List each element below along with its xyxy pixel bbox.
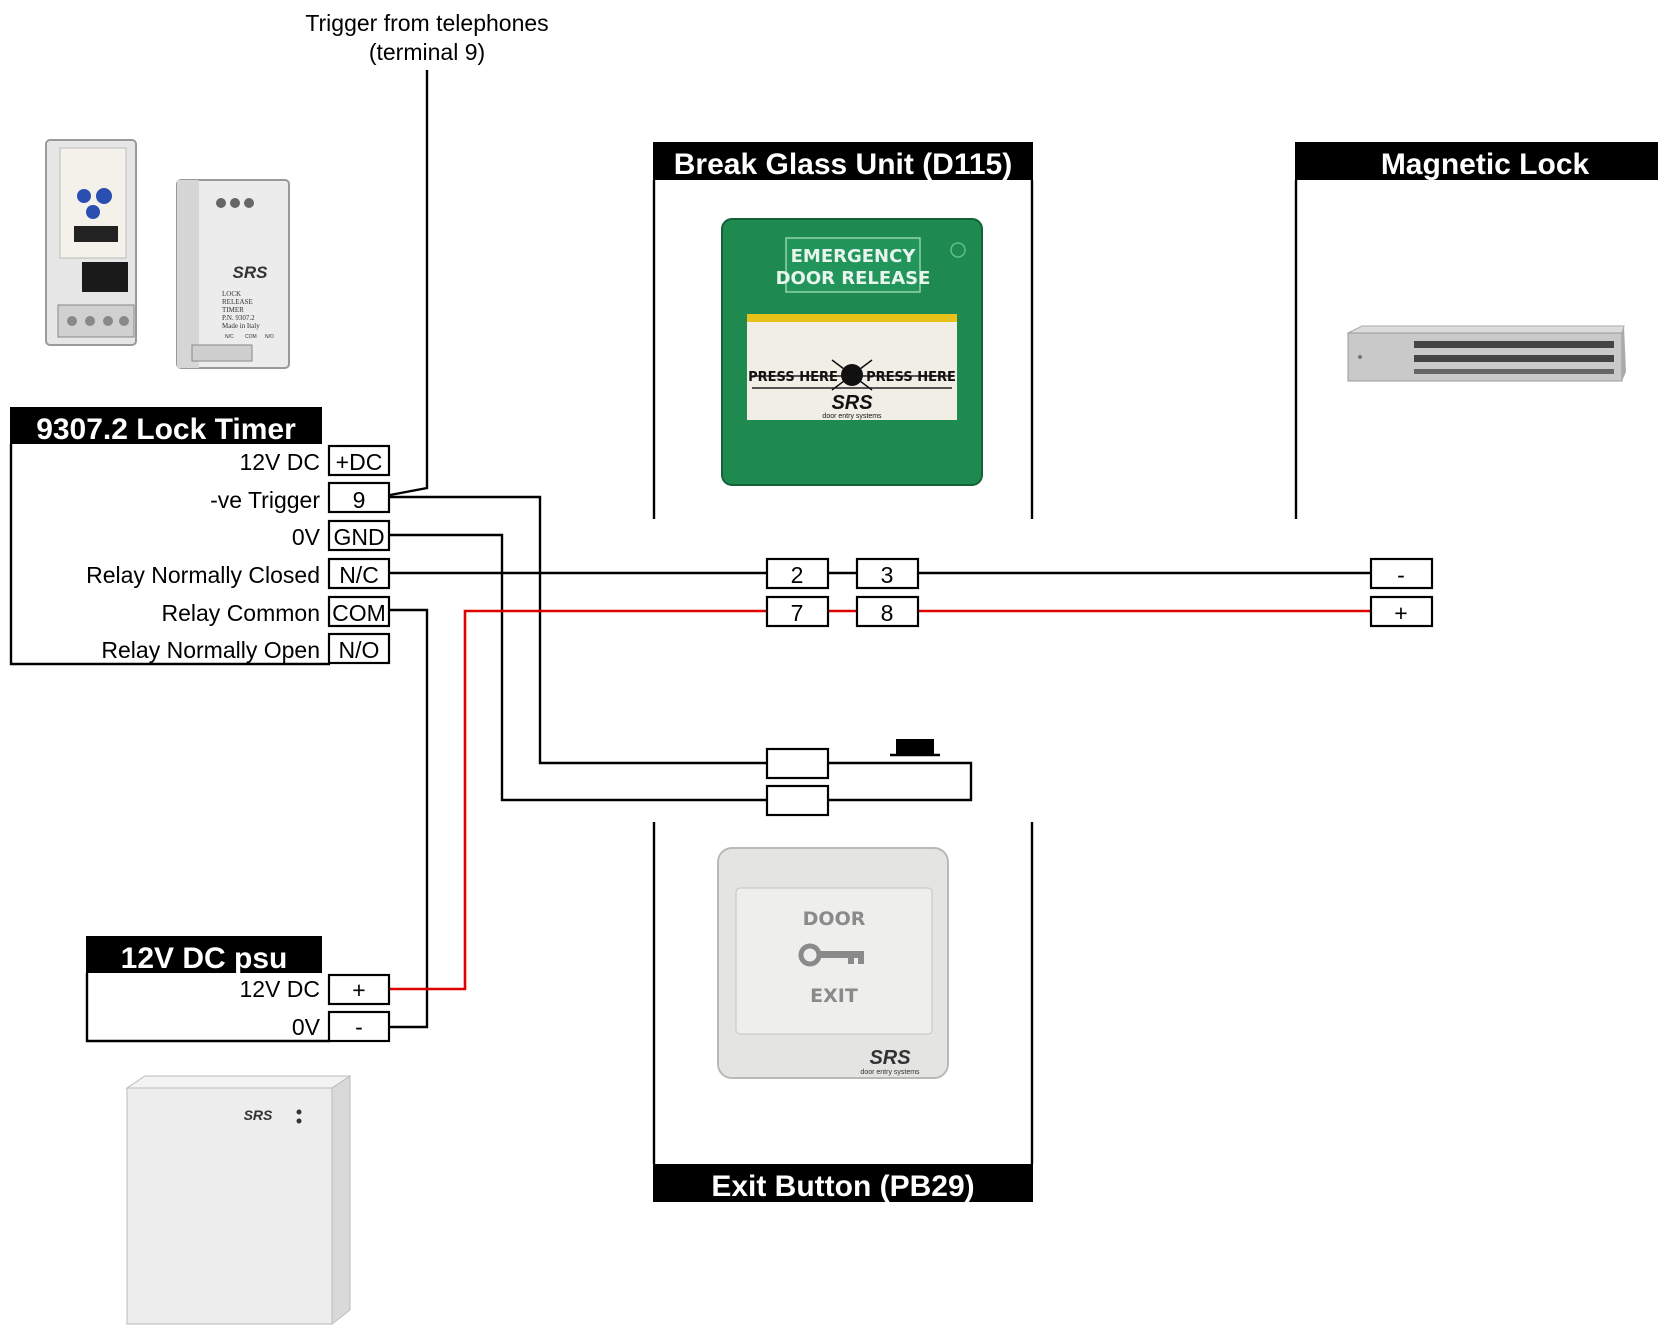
- exit-button-tagline: door entry systems: [860, 1069, 920, 1076]
- push-switch-icon: [890, 739, 940, 765]
- magnetic-lock-title-bar: [1295, 142, 1658, 180]
- trigger-note-line1: Trigger from telephones: [305, 10, 548, 36]
- psu-terminal-plus: [327, 973, 391, 1006]
- wire-trigger-to-exit: [390, 495, 767, 765]
- terminal-label: COM: [332, 600, 386, 626]
- terminal-3: [855, 557, 920, 590]
- terminal-nc: [327, 557, 391, 590]
- exit-button-title: Exit Button (PB29): [711, 1170, 974, 1203]
- lock-timer-title-bar: [10, 407, 322, 444]
- terminal-no: [327, 632, 391, 665]
- psu-frame: [85, 973, 330, 1043]
- break-glass-text-line2: DOOR RELEASE: [776, 268, 931, 289]
- psu-title: 12V DC psu: [121, 942, 288, 975]
- break-glass-terminals: 2 3 7 8: [765, 557, 920, 628]
- lock-timer-mark-nc: N/C: [225, 334, 234, 340]
- break-glass-tagline: door entry systems: [822, 413, 882, 420]
- psu-device-image: SRS: [125, 1075, 352, 1326]
- wire-exit-loop: [828, 761, 973, 802]
- wires: [389, 70, 1371, 1029]
- terminal-9: [327, 481, 391, 514]
- lock-timer-model-line3: TIMER: [222, 306, 244, 314]
- terminal-label: N/C: [339, 562, 379, 588]
- psu-row-label: 12V DC: [239, 976, 320, 1002]
- lock-timer-title: 9307.2 Lock Timer: [36, 413, 296, 446]
- lock-timer-mark-com: COM: [245, 334, 257, 340]
- lock-timer-model-line1: LOCK: [222, 290, 241, 298]
- maglock-terminal-plus: [1369, 595, 1434, 628]
- lock-timer-frame: [9, 444, 330, 666]
- terminal-plus-dc: [327, 444, 391, 477]
- terminal-label: +: [1394, 600, 1407, 626]
- psu-title-bar: [86, 936, 322, 973]
- terminal-7: [765, 595, 830, 628]
- terminal-label: -: [1397, 562, 1405, 588]
- terminal-label: +DC: [336, 449, 383, 475]
- lock-timer-row-label: Relay Normally Closed: [86, 562, 320, 588]
- lock-timer-row-label: Relay Normally Open: [101, 637, 320, 663]
- terminal-com: [327, 595, 391, 628]
- exit-button-device-image: DOOR EXIT SRS door entry systems: [717, 847, 949, 1079]
- lock-timer-row-label: 12V DC: [239, 449, 320, 475]
- wire-gnd-to-exit: [390, 533, 767, 802]
- terminal-label: GND: [333, 524, 384, 550]
- break-glass-block: Break Glass Unit (D115): [652, 142, 1034, 519]
- exit-button-title-bar: [653, 1164, 1033, 1202]
- lock-timer-model-line2: RELEASE: [222, 298, 253, 306]
- terminal-label: 8: [881, 600, 894, 626]
- trigger-wire: [389, 70, 429, 497]
- terminal-label: -: [355, 1014, 363, 1040]
- magnetic-lock-device-image: [1347, 325, 1626, 382]
- psu-brand-text: SRS: [244, 1107, 273, 1123]
- break-glass-press-left: PRESS HERE: [748, 370, 838, 385]
- terminal-gnd: [327, 519, 391, 552]
- break-glass-press-right: PRESS HERE: [866, 370, 956, 385]
- exit-button-terminals: [765, 747, 830, 817]
- exit-button-block: Exit Button (PB29): [652, 822, 1034, 1203]
- trigger-note-line2: (terminal 9): [369, 39, 485, 65]
- terminal-label: 7: [791, 600, 804, 626]
- lock-timer-row-label: 0V: [292, 524, 321, 550]
- break-glass-device-image: EMERGENCY DOOR RELEASE PRESS HERE PRESS …: [721, 218, 983, 486]
- exit-terminal-2: [765, 784, 830, 817]
- lock-timer-model-line4: P.N. 9307.2: [222, 314, 255, 322]
- wire-psu-plus-to-7: [390, 609, 767, 991]
- wire-com-to-psu-0v: [390, 608, 429, 1029]
- psu-block: 12V DC psu 12V DC + 0V -: [85, 936, 391, 1043]
- magnetic-lock-block: Magnetic Lock: [1294, 142, 1658, 519]
- lock-timer-device-image: SRS LOCK RELEASE TIMER P.N. 9307.2 Made …: [45, 139, 290, 369]
- exit-button-text-bottom: EXIT: [810, 985, 858, 1007]
- lock-timer-brand-text: SRS: [233, 263, 269, 282]
- terminal-label: N/O: [339, 637, 380, 663]
- break-glass-brand: SRS: [831, 392, 873, 414]
- exit-button-text-top: DOOR: [803, 908, 866, 930]
- terminal-2: [765, 557, 830, 590]
- terminal-label: 3: [881, 562, 894, 588]
- lock-timer-block: 9307.2 Lock Timer 12V DC +DC -ve Trigger…: [9, 407, 391, 666]
- psu-terminal-minus: [327, 1010, 391, 1043]
- lock-timer-row-label: Relay Common: [162, 600, 321, 626]
- lock-timer-mark-no: N/O: [265, 334, 274, 340]
- terminal-label: 2: [791, 562, 804, 588]
- break-glass-title: Break Glass Unit (D115): [674, 148, 1012, 181]
- exit-button-brand: SRS: [869, 1047, 911, 1069]
- psu-row-label: 0V: [292, 1014, 321, 1040]
- terminal-label: +: [352, 977, 365, 1003]
- terminal-8: [855, 595, 920, 628]
- maglock-terminal-minus: [1369, 557, 1434, 590]
- lock-timer-row-label: -ve Trigger: [210, 487, 320, 513]
- terminal-label: 9: [353, 487, 366, 513]
- break-glass-title-bar: [653, 142, 1033, 180]
- exit-terminal-1: [765, 747, 830, 780]
- break-glass-text-line1: EMERGENCY: [791, 246, 917, 267]
- magnetic-lock-terminals: - +: [1369, 557, 1434, 628]
- magnetic-lock-title: Magnetic Lock: [1381, 148, 1590, 181]
- lock-timer-model-line5: Made in Italy: [222, 322, 260, 330]
